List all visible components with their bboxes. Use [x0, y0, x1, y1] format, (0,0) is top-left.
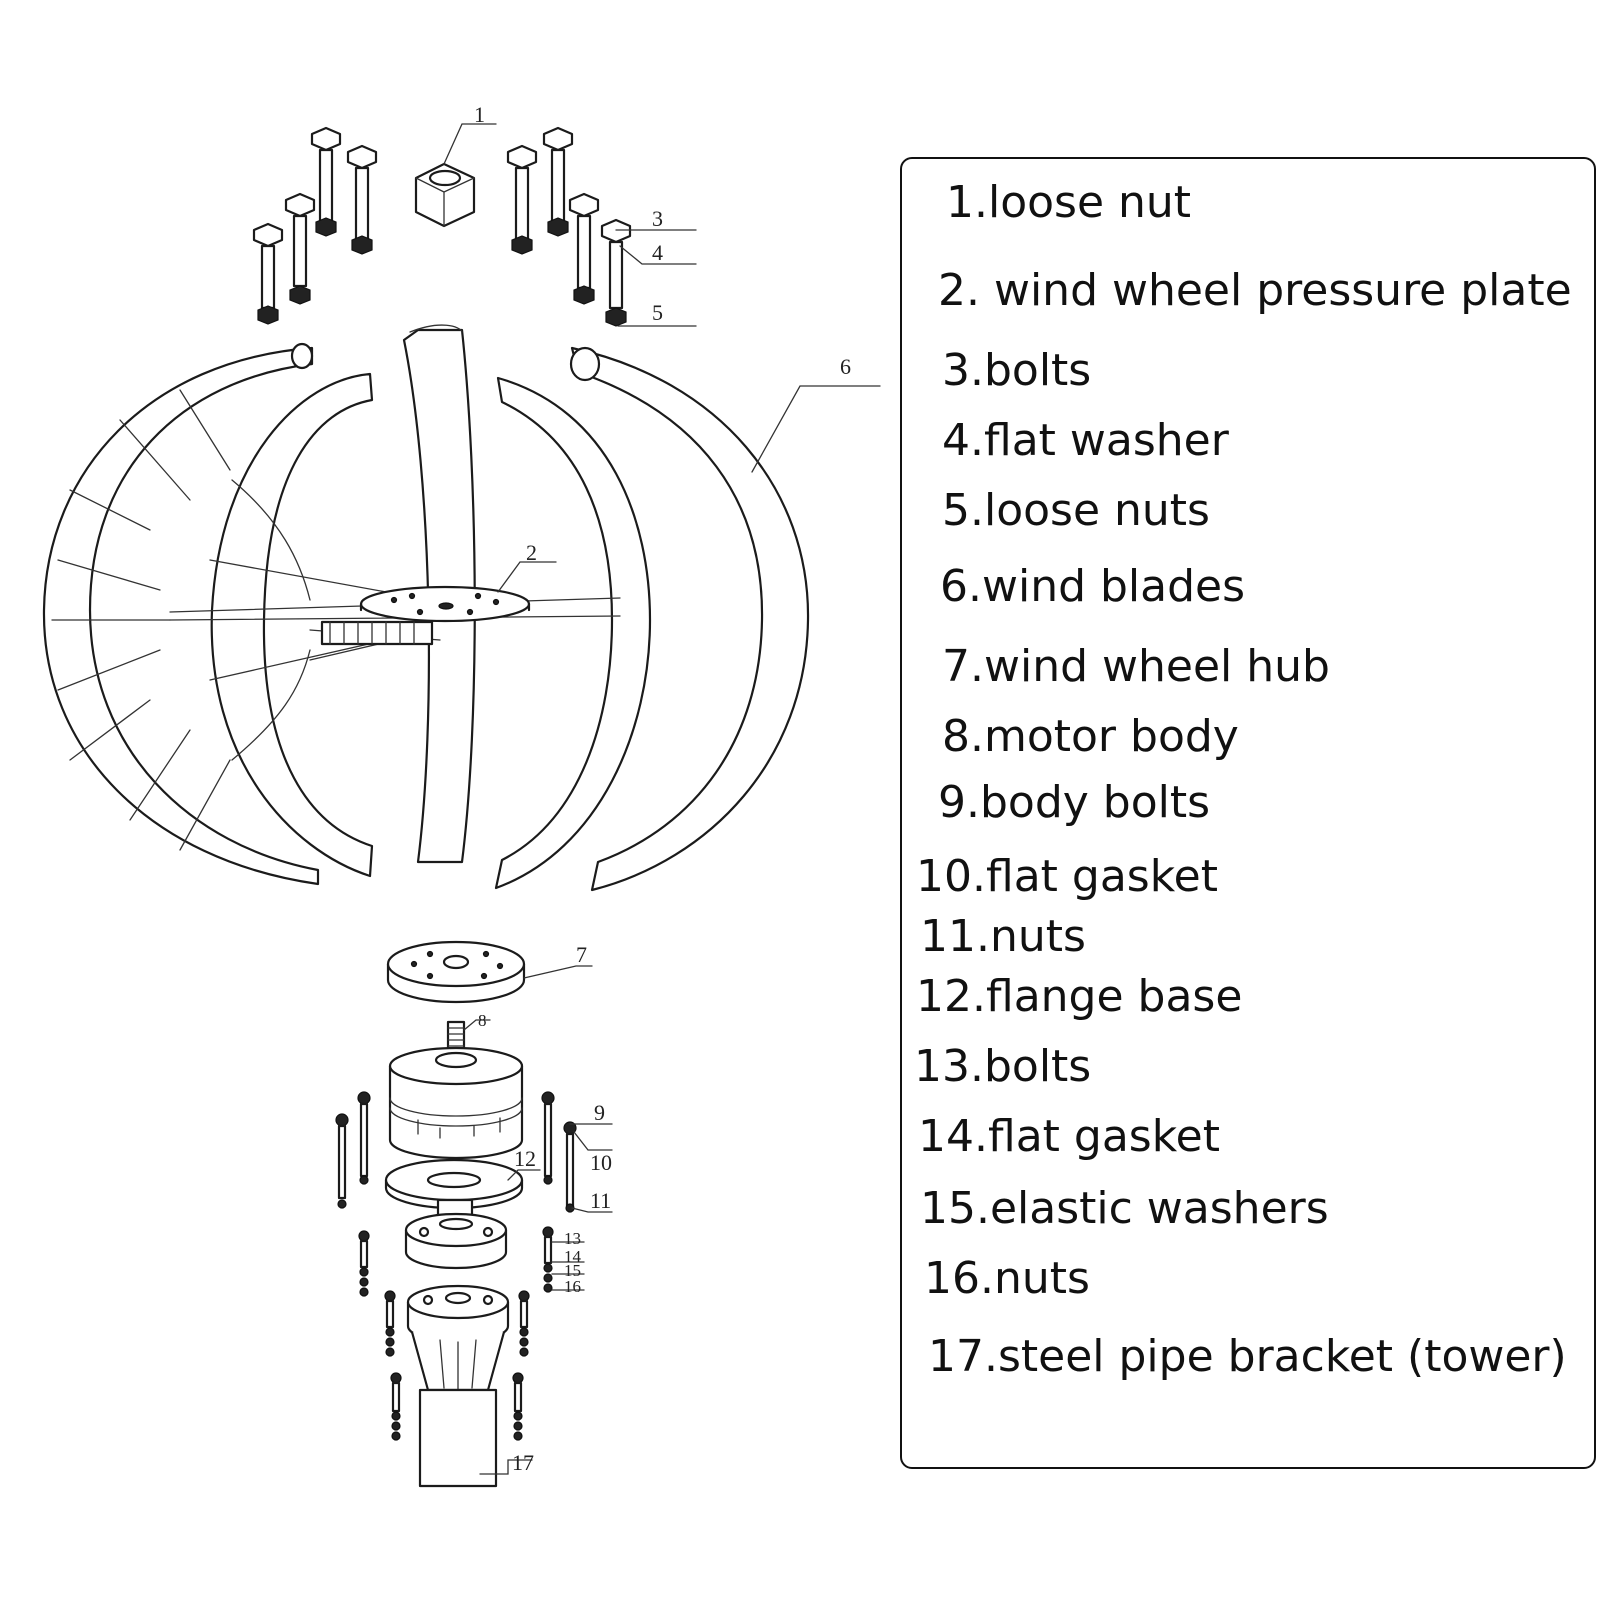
callout-10: 10	[590, 1150, 612, 1175]
callout-numbers: 1 2 3 4 5 6 7 8 9 10 11 12 13 14 15 16 1…	[474, 102, 851, 1475]
callout-13: 13	[564, 1229, 581, 1248]
legend-item-8: 8.motor body	[942, 711, 1239, 762]
bolt	[358, 1230, 370, 1297]
bolt	[541, 1091, 555, 1185]
legend-item-11: 11.nuts	[920, 911, 1086, 962]
legend-item-5: 5.loose nuts	[942, 485, 1210, 536]
flange-base	[384, 1158, 524, 1270]
legend-item-3: 3.bolts	[942, 345, 1092, 396]
bolt	[284, 192, 316, 305]
bolt	[252, 222, 284, 325]
parts-legend: 1.loose nut 2. wind wheel pressure plate…	[900, 157, 1596, 1469]
motor-body	[388, 1020, 524, 1160]
bolt	[542, 1226, 554, 1293]
legend-item-14: 14.flat gasket	[918, 1111, 1220, 1162]
legend-item-17: 17.steel pipe bracket (tower)	[928, 1331, 1567, 1382]
bolt	[542, 126, 574, 237]
callout-7: 7	[576, 942, 587, 967]
bolt	[600, 218, 632, 327]
callout-11: 11	[590, 1188, 611, 1213]
bolt	[357, 1091, 371, 1185]
legend-item-13: 13.bolts	[914, 1041, 1092, 1092]
callout-16: 16	[564, 1277, 581, 1296]
legend-item-2: 2. wind wheel pressure plate	[938, 265, 1572, 316]
callout-2: 2	[526, 540, 537, 565]
bolt	[563, 1121, 577, 1213]
leader-lines	[443, 123, 881, 1475]
callout-3: 3	[652, 206, 663, 231]
exploded-diagram: 1 2 3 4 5 6 7 8 9 10 11 12 13 14 15 16 1…	[42, 102, 881, 1488]
callout-6: 6	[840, 354, 851, 379]
top-bolts	[252, 126, 632, 327]
legend-item-7: 7.wind wheel hub	[942, 641, 1330, 692]
legend-item-4: 4.flat washer	[942, 415, 1229, 466]
callout-4: 4	[652, 240, 663, 265]
legend-item-10: 10.flat gasket	[916, 851, 1218, 902]
bolt	[335, 1113, 349, 1209]
bolt	[506, 144, 538, 255]
bolt	[518, 1290, 530, 1357]
legend-item-6: 6.wind blades	[940, 561, 1246, 612]
callout-17: 17	[512, 1450, 534, 1475]
callout-9: 9	[594, 1100, 605, 1125]
callout-8: 8	[478, 1011, 487, 1030]
bolt	[346, 144, 378, 255]
bolt	[390, 1372, 402, 1441]
callout-12: 12	[514, 1146, 536, 1171]
legend-item-15: 15.elastic washers	[920, 1183, 1329, 1234]
legend-item-1: 1.loose nut	[946, 177, 1192, 228]
loose-nut	[414, 162, 476, 228]
legend-item-9: 9.body bolts	[938, 777, 1211, 828]
callout-5: 5	[652, 300, 663, 325]
steel-pipe-tower	[406, 1284, 510, 1488]
pressure-plate	[359, 585, 531, 623]
wind-wheel-hub	[386, 940, 526, 1004]
bolt	[384, 1290, 396, 1357]
legend-item-12: 12.flange base	[916, 971, 1243, 1022]
bolt	[512, 1372, 524, 1441]
bolt	[310, 126, 342, 237]
legend-item-16: 16.nuts	[924, 1253, 1090, 1304]
lower-bolts	[335, 1091, 577, 1441]
bolt	[568, 192, 600, 305]
callout-1: 1	[474, 102, 485, 127]
callout-15: 15	[564, 1261, 581, 1280]
callout-14: 14	[564, 1247, 582, 1266]
